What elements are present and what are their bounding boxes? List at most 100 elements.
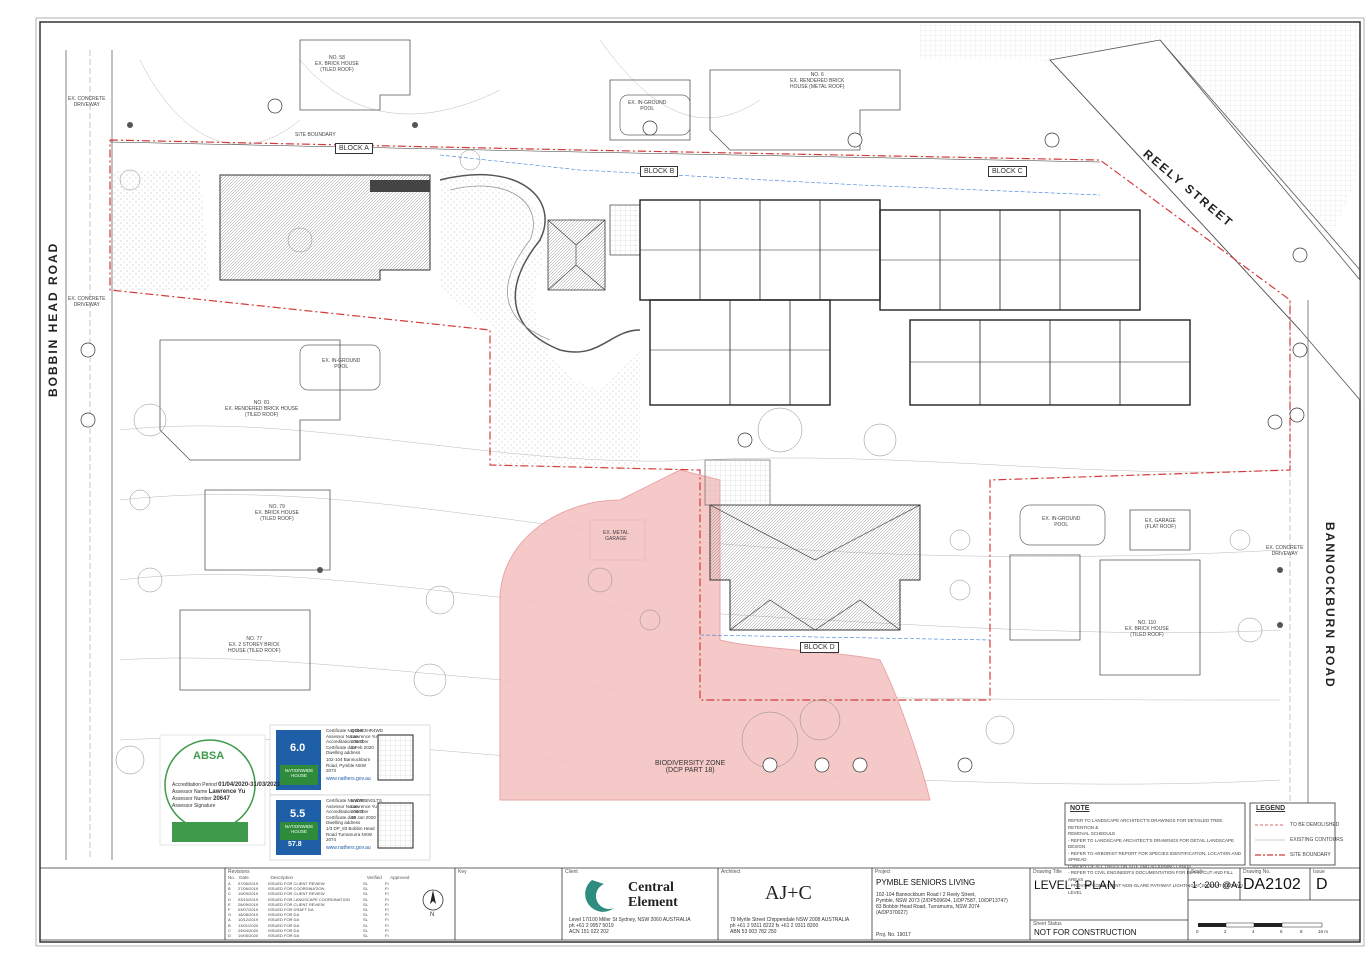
- architect-logo: AJ+C: [765, 882, 812, 904]
- block-a-building: [219, 174, 431, 281]
- absa-details: Accreditation Period 01/04/2020-31/03/20…: [172, 782, 281, 809]
- cert2-fields: Certificate Number Assessor Name Accredi…: [326, 798, 369, 825]
- block-b-tag: BLOCK B: [640, 166, 679, 177]
- revision-cell: 19/09/2019: [238, 891, 259, 897]
- sheet-status: NOT FOR CONSTRUCTION: [1034, 928, 1137, 937]
- revision-cell: C: [228, 927, 231, 933]
- scale-value: 1 : 200 @A1: [1192, 880, 1243, 890]
- biodiversity-label: BIODIVERSITY ZONE (DCP PART 18): [655, 760, 726, 774]
- revision-cell: ISSUED FOR DA: [268, 933, 300, 939]
- star-rating-1: 6.0: [290, 742, 306, 754]
- pool-west: [299, 344, 381, 391]
- client-logo-icon: [585, 880, 614, 912]
- revision-cell: SL: [363, 922, 368, 928]
- revision-cell: ISSUED FOR DRAFT DA: [268, 907, 314, 913]
- project-address: 102-104 Bannockburn Road / 2 Reely Stree…: [876, 892, 1008, 916]
- legend-boundary: SITE BOUNDARY: [1290, 852, 1331, 858]
- block-b-building: [609, 199, 881, 406]
- block-d-building: [704, 459, 921, 631]
- architect-label: Architect: [721, 869, 741, 875]
- cert1-fields: Certificate Number Assessor Name Accredi…: [326, 728, 369, 755]
- issue-value: D: [1316, 876, 1328, 893]
- site-boundary: [109, 139, 1291, 701]
- project-name: PYMBLE SENIORS LIVING: [876, 878, 976, 887]
- revision-cell: FI: [385, 917, 389, 923]
- revision-cell: 10/12/2019: [238, 917, 259, 923]
- drawing-title-label: Drawing Title: [1033, 869, 1062, 875]
- revision-cell: D: [228, 896, 231, 902]
- revision-cell: FI: [385, 881, 389, 886]
- revision-cell: 28/09/2019: [238, 901, 259, 907]
- revision-cell: SL: [363, 907, 368, 913]
- tree-trunks: [127, 122, 1283, 628]
- scale-label: Scale: [1191, 869, 1204, 875]
- revision-cell: FI: [385, 933, 389, 939]
- reely-street-verge: [920, 22, 1360, 300]
- block-c-tag: BLOCK C: [988, 166, 1027, 177]
- star-value-2: 57.8: [288, 841, 302, 848]
- revision-cell: 03/10/2019: [238, 896, 259, 902]
- landscape-west: [112, 170, 210, 290]
- revision-cell: FI: [385, 901, 389, 907]
- revisions-label: Revisions: [228, 869, 250, 875]
- scale-bar: [1198, 922, 1323, 928]
- section-markers: [80, 98, 1308, 773]
- cert2-site: www.nathers.gov.au: [326, 845, 371, 851]
- note-box: [1064, 802, 1246, 866]
- cert1-values: QDNE3HR4WD Lawrence Yu 20647 3 Feb 2020: [351, 728, 384, 750]
- pool-east: [1019, 504, 1106, 546]
- cert1-site: www.nathers.gov.au: [326, 776, 371, 782]
- label-house-58: NO. 58 EX. BRICK HOUSE (TILED ROOF): [315, 55, 359, 73]
- revision-cell: 29/04/2020: [238, 927, 259, 933]
- drawing-number: DA2102: [1243, 876, 1301, 893]
- title-block-frame: [40, 867, 1360, 941]
- revision-cell: ISSUED FOR CLIENT REVIEW: [268, 881, 325, 886]
- label-house-81: NO. 81 EX. RENDERED BRICK HOUSE (TILED R…: [225, 400, 299, 418]
- revision-cell: G: [228, 912, 232, 918]
- revision-cell: SL: [363, 901, 368, 907]
- legend-contours: EXISTING CONTOURS: [1290, 837, 1344, 843]
- star-brand-1: NATIONWIDE HOUSE: [284, 768, 314, 778]
- architect-address: 79 Myrtle Street Chippendale NSW 2008 AU…: [730, 917, 850, 935]
- cert1-address: 102-104 Bannockburn Road, Pymble NSW 207…: [326, 757, 371, 773]
- drawing-no-label: Drawing No.: [1243, 869, 1271, 875]
- revision-cell: SL: [363, 896, 368, 902]
- revisions-header: No. Date Description Verified Approved: [228, 875, 410, 880]
- revision-cell: B: [228, 886, 231, 892]
- star-brand-2: NATIONWIDE HOUSE: [284, 824, 314, 834]
- revision-cell: D: [228, 933, 231, 939]
- label-house-77: NO. 77 EX. 2 STOREY BRICK HOUSE (TILED R…: [228, 636, 281, 654]
- label-house-110: NO. 110 EX. BRICK HOUSE (TILED ROOF): [1125, 620, 1169, 638]
- project-label: Project: [875, 869, 891, 875]
- revision-cell: ISSUED FOR DA: [268, 912, 300, 918]
- label-driveway-2: EX. CONCRETE DRIVEWAY: [68, 296, 106, 308]
- north-label: N: [430, 912, 435, 918]
- revision-cell: B: [228, 922, 231, 928]
- road-label-bannockburn: BANNOCKBURN ROAD: [1323, 522, 1337, 689]
- label-site-boundary: SITE BOUNDARY: [295, 132, 336, 138]
- star-rating-2: 5.5: [290, 808, 306, 820]
- label-garage-metal: EX. METAL GARAGE: [603, 530, 629, 542]
- absa-brand: ABSA: [193, 750, 225, 762]
- energy-certificates: [159, 724, 431, 861]
- block-d-tag: BLOCK D: [800, 642, 839, 653]
- revision-cell: 19/05/2020: [238, 933, 259, 939]
- label-garage-flat: EX. GARAGE (FLAT ROOF): [1145, 518, 1176, 530]
- revision-cell: SL: [363, 886, 368, 892]
- block-c-building: [879, 209, 1191, 406]
- road-label-bobbin-head: BOBBIN HEAD ROAD: [46, 241, 60, 397]
- revision-cell: ISSUED FOR CLIENT REVIEW: [268, 891, 325, 897]
- revision-cell: SL: [363, 881, 368, 886]
- pool-north: [619, 94, 691, 136]
- label-pool-west: EX. IN-GROUND POOL: [322, 358, 361, 370]
- revision-cell: FI: [385, 912, 389, 918]
- revision-cell: F: [228, 907, 231, 913]
